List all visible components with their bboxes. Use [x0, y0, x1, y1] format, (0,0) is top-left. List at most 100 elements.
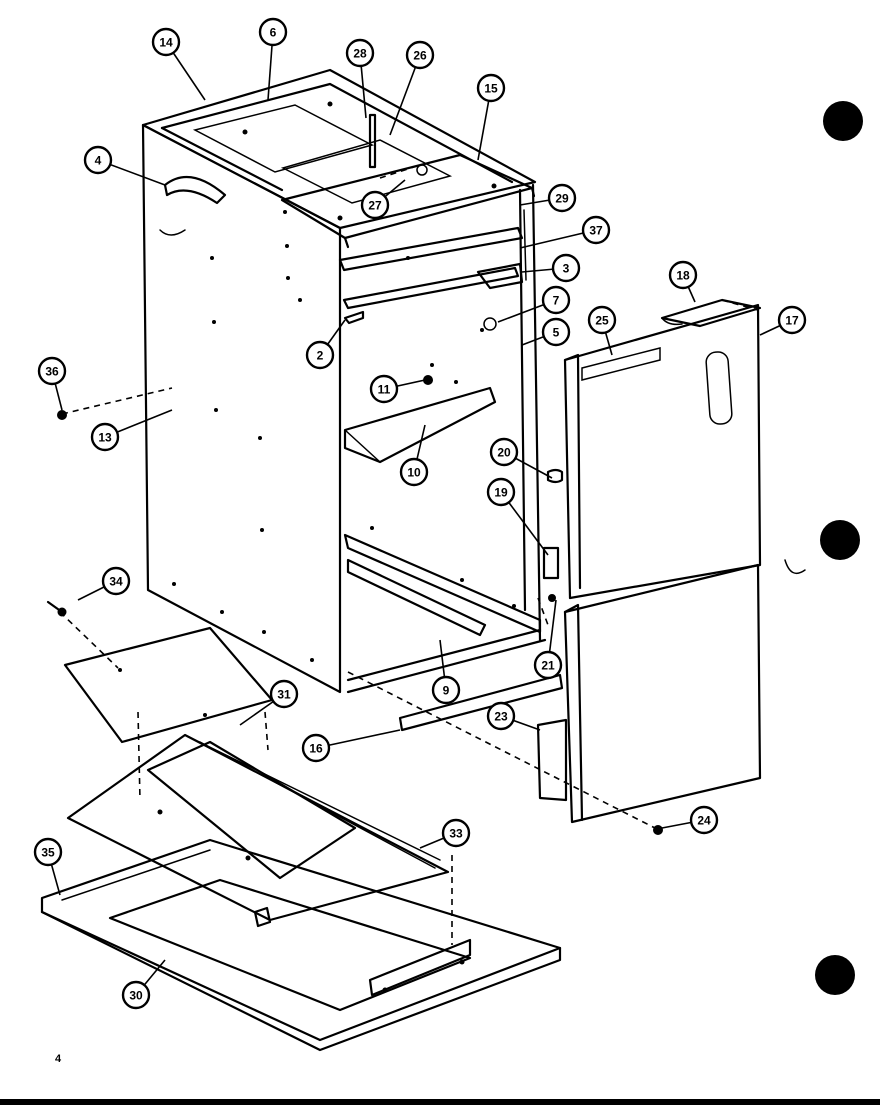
callout-circle — [269, 679, 299, 709]
callout-circle — [405, 40, 435, 70]
callout-label: 17 — [785, 314, 799, 328]
callout-circle — [441, 818, 471, 848]
callout-13: 13 — [90, 409, 173, 452]
screw-21 — [548, 594, 556, 602]
callout-circle — [777, 305, 807, 335]
callout-28: 28 — [345, 38, 375, 119]
callout-label: 4 — [95, 154, 102, 168]
callout-label: 15 — [484, 82, 498, 96]
callout-14: 14 — [151, 27, 206, 101]
callout-label: 19 — [494, 486, 508, 500]
callout-34: 34 — [77, 566, 131, 601]
callout-37: 37 — [519, 215, 611, 249]
callout-label: 16 — [309, 742, 323, 756]
callout-7: 7 — [497, 285, 571, 323]
callout-27: 27 — [360, 179, 406, 220]
callout-11: 11 — [369, 374, 426, 404]
callout-label: 30 — [129, 989, 143, 1003]
callout-6: 6 — [258, 17, 288, 101]
callout-35: 35 — [33, 837, 63, 896]
callout-circle — [541, 317, 571, 347]
callout-label: 6 — [270, 26, 277, 40]
callout-circle — [668, 260, 698, 290]
callout-label: 10 — [407, 466, 421, 480]
callout-label: 20 — [497, 446, 511, 460]
callout-24: 24 — [661, 805, 719, 835]
callout-5: 5 — [521, 317, 571, 347]
callout-20: 20 — [489, 437, 553, 479]
callout-label: 23 — [494, 710, 508, 724]
callout-label: 7 — [553, 294, 560, 308]
callout-30: 30 — [121, 959, 166, 1010]
callout-33: 33 — [419, 818, 471, 849]
callout-23: 23 — [486, 701, 541, 731]
callout-2: 2 — [305, 319, 346, 370]
callout-label: 5 — [553, 326, 560, 340]
callout-circle — [486, 701, 516, 731]
registration-mark — [820, 520, 860, 560]
callout-label: 36 — [45, 365, 59, 379]
callout-25: 25 — [587, 305, 617, 356]
callout-circle — [101, 566, 131, 596]
callout-9: 9 — [431, 639, 461, 705]
callout-label: 14 — [159, 36, 173, 50]
upper-door-panel — [542, 298, 762, 600]
lower-door-panel — [536, 559, 806, 824]
callout-15: 15 — [476, 73, 506, 161]
callout-26: 26 — [389, 40, 435, 136]
registration-mark — [815, 955, 855, 995]
callout-circle — [258, 17, 288, 47]
callout-circle — [581, 215, 611, 245]
callout-circle — [476, 73, 506, 103]
callout-19: 19 — [486, 477, 549, 556]
callout-circle — [301, 733, 331, 763]
callout-label: 24 — [697, 814, 711, 828]
callout-label: 9 — [443, 684, 450, 698]
callout-label: 13 — [98, 431, 112, 445]
callout-circle — [121, 980, 151, 1010]
callout-leader — [389, 54, 421, 136]
callout-label: 27 — [368, 199, 382, 213]
screw-24 — [653, 825, 663, 835]
callout-circle — [345, 38, 375, 68]
callout-circle — [587, 305, 617, 335]
callout-label: 31 — [277, 688, 291, 702]
callout-label: 25 — [595, 314, 609, 328]
callout-label: 18 — [676, 269, 690, 283]
callout-circle — [360, 190, 390, 220]
callout-3: 3 — [521, 253, 581, 283]
page-number: 4 — [55, 1053, 62, 1065]
filter-frame — [66, 733, 450, 928]
callout-circle — [37, 356, 67, 386]
callout-label: 35 — [41, 846, 55, 860]
callout-label: 28 — [353, 47, 367, 61]
callout-label: 26 — [413, 49, 427, 63]
callout-36: 36 — [37, 356, 67, 411]
callout-label: 11 — [378, 383, 391, 397]
callout-label: 33 — [449, 827, 463, 841]
base-pan — [40, 838, 562, 1052]
callout-label: 34 — [109, 575, 123, 589]
callout-circle — [33, 837, 63, 867]
alignment-lines — [59, 164, 759, 945]
callout-circle — [399, 457, 429, 487]
callout-layer: 14 6 28 26 15 4 29 27 37 3 18 7 17 25 5 2 36 11 13 10 20 19 34… — [33, 17, 807, 1010]
callout-16: 16 — [301, 729, 401, 763]
callout-circle — [689, 805, 719, 835]
cabinet — [141, 68, 564, 732]
callout-circle — [305, 340, 335, 370]
callout-label: 37 — [589, 224, 603, 238]
callout-circle — [369, 374, 399, 404]
callout-circle — [489, 437, 519, 467]
callout-label: 29 — [555, 192, 569, 206]
callout-circle — [551, 253, 581, 283]
callout-circle — [83, 145, 113, 175]
callout-29: 29 — [519, 183, 577, 213]
callout-circle — [90, 422, 120, 452]
callout-circle — [541, 285, 571, 315]
callout-21: 21 — [533, 599, 563, 680]
callout-31: 31 — [239, 679, 299, 726]
registration-mark — [823, 101, 863, 141]
callout-circle — [151, 27, 181, 57]
